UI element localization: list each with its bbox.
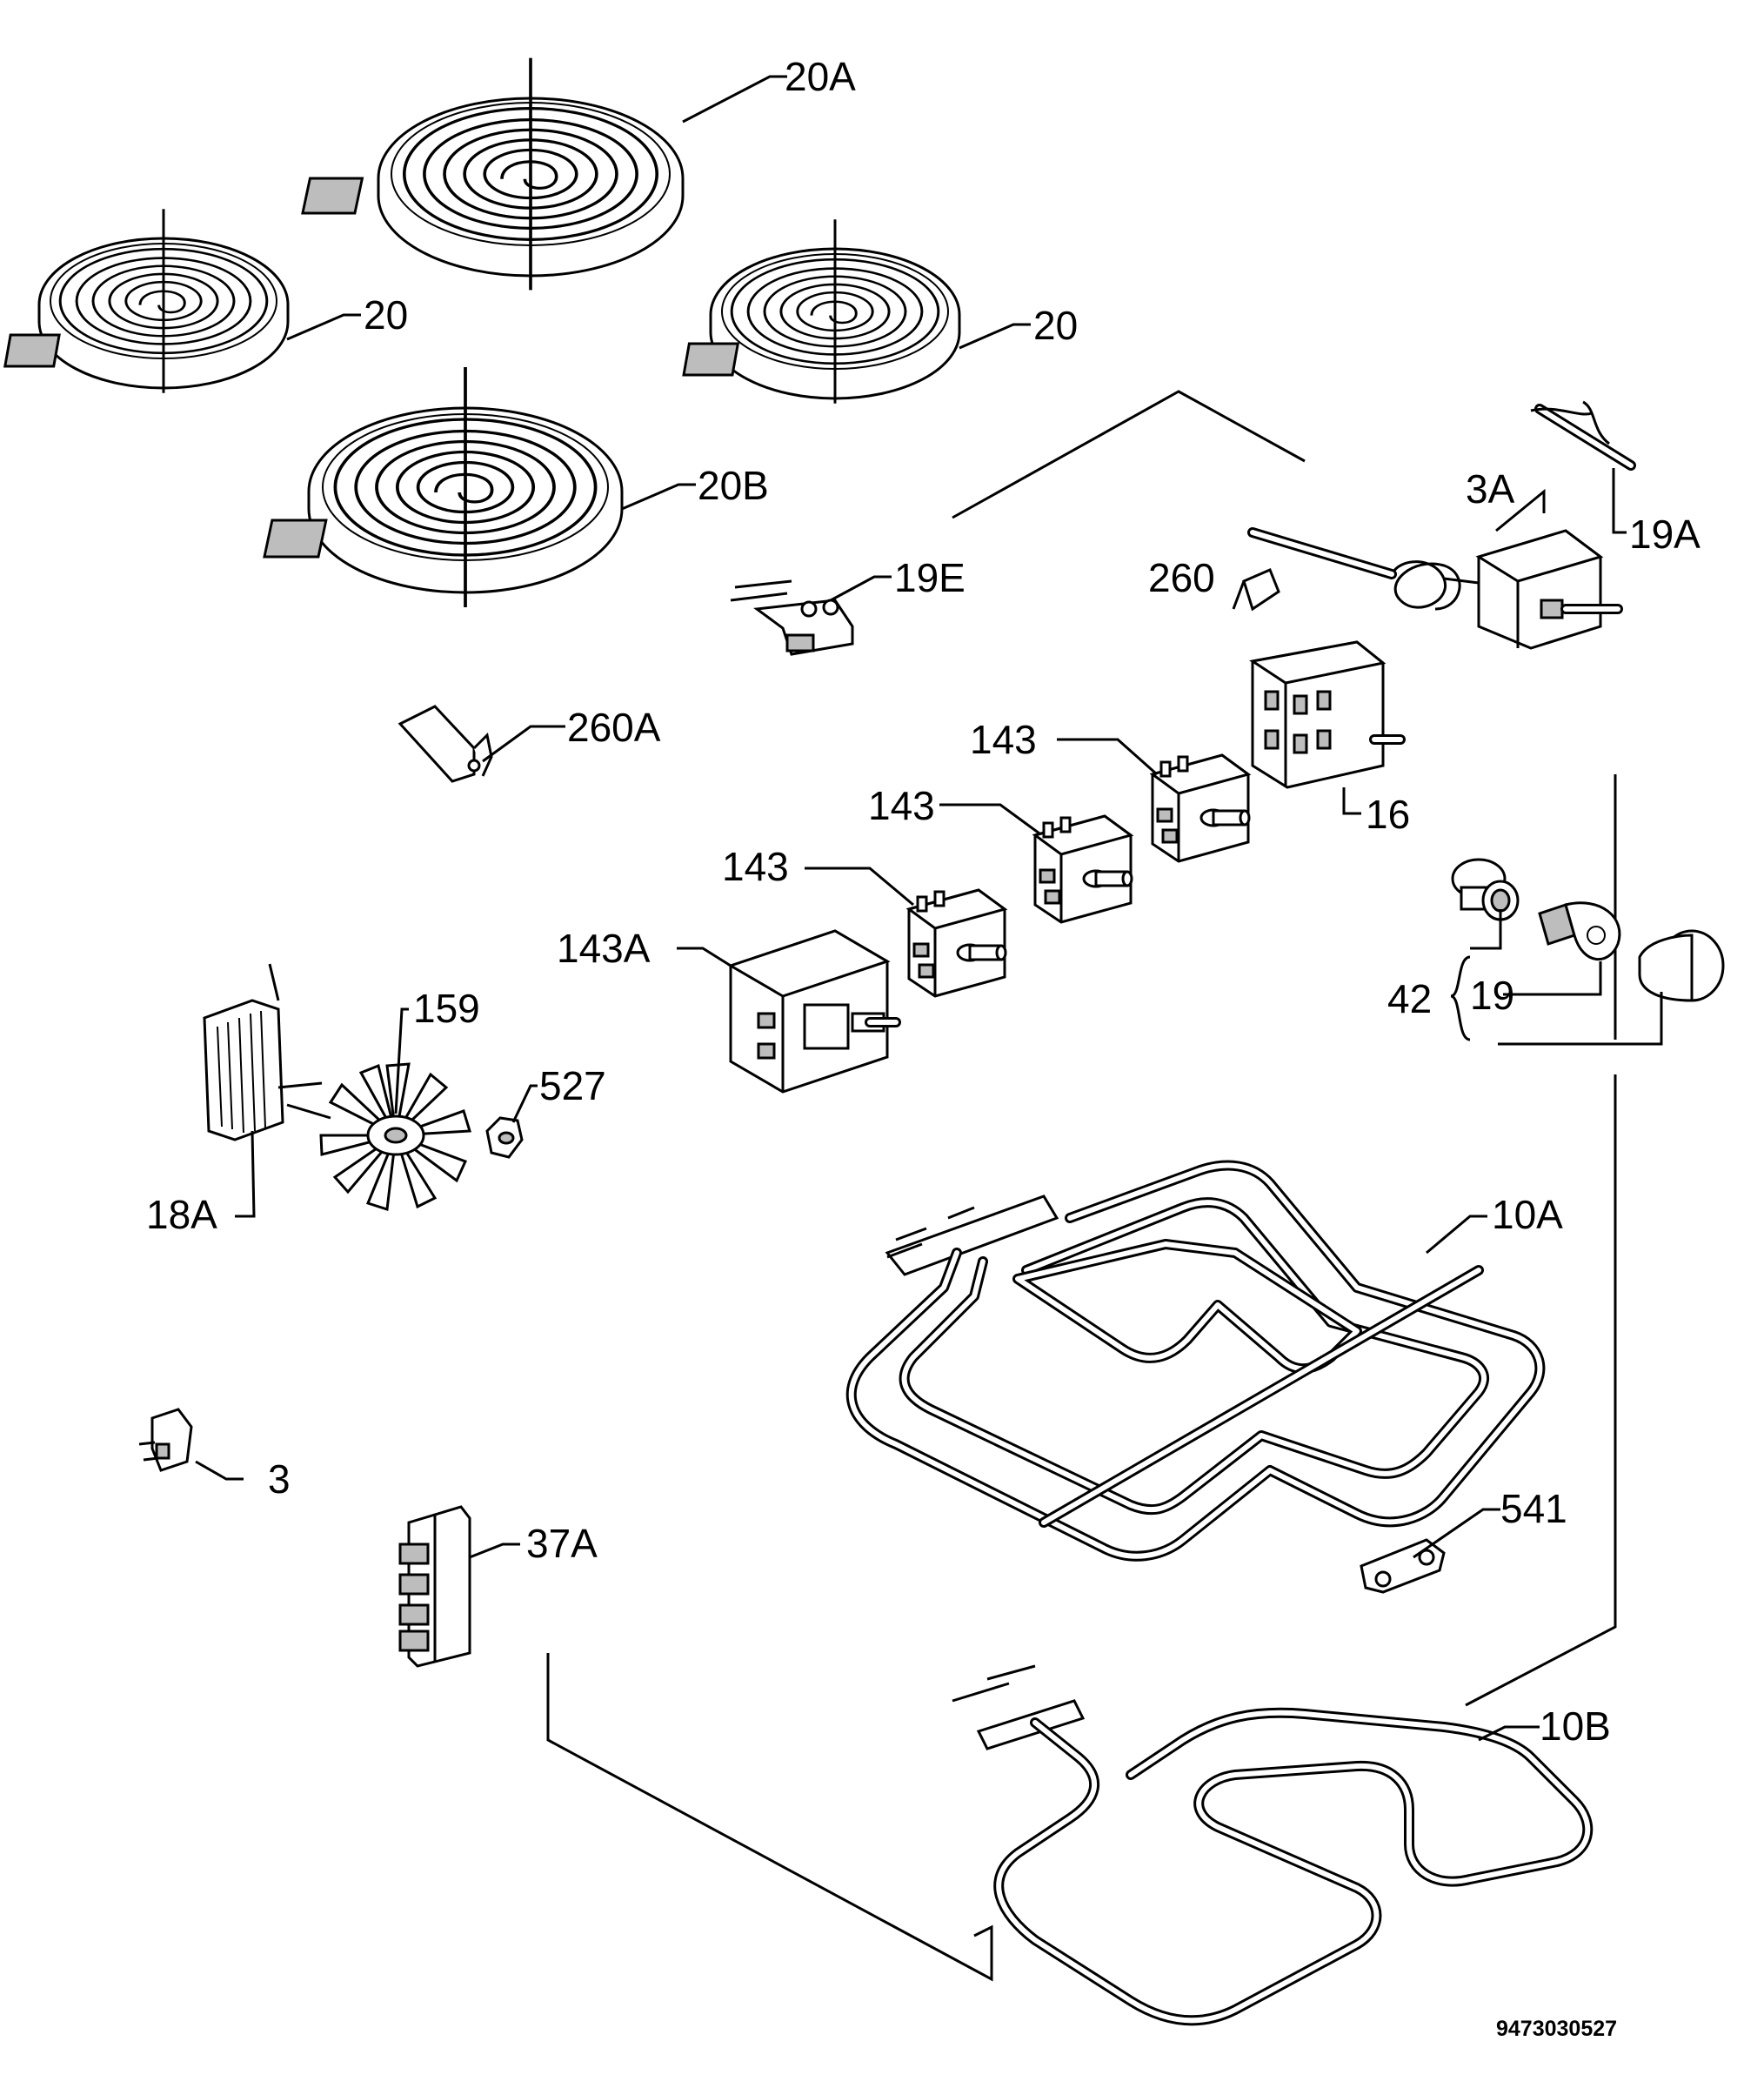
lamp-cover-42 — [1638, 929, 1725, 1002]
label-143-top: 143 — [970, 717, 1037, 762]
thermostat-3a — [1247, 527, 1623, 650]
terminal-block-37a — [398, 1505, 471, 1668]
bottom-element-10b — [952, 1664, 1594, 2026]
hot-plate-20a — [301, 56, 685, 292]
clip-541 — [1360, 1538, 1446, 1594]
part-3 — [138, 1408, 193, 1472]
label-3: 3 — [268, 1456, 291, 1502]
label-20a: 20A — [785, 54, 856, 99]
label-42: 42 — [1387, 976, 1432, 1021]
label-10a: 10A — [1492, 1192, 1563, 1237]
part-labels: 20A 20 20 20B 19E 260 3A 19A 260A 143 14… — [146, 54, 1701, 2041]
label-260: 260 — [1148, 555, 1215, 600]
label-20-right: 20 — [1033, 303, 1078, 348]
label-260a: 260A — [567, 705, 661, 750]
label-541: 541 — [1500, 1486, 1567, 1531]
panel-outline — [546, 390, 1617, 1982]
lamp-bulb-19 — [1538, 901, 1621, 960]
nut-527 — [485, 1116, 524, 1159]
label-143a: 143A — [557, 926, 651, 971]
label-19e: 19E — [894, 555, 966, 600]
leader-lines — [195, 75, 1663, 1742]
label-20-left: 20 — [364, 292, 408, 338]
label-527: 527 — [539, 1063, 606, 1108]
grill-element-10a — [845, 1160, 1546, 1562]
fan-blade-159 — [319, 1062, 471, 1211]
switch-143a — [727, 929, 901, 1094]
switch-143-low — [907, 888, 1007, 998]
label-10b: 10B — [1540, 1703, 1611, 1749]
bracket-260a — [398, 705, 493, 783]
probe-19a — [1530, 400, 1636, 471]
hot-plate-20b — [263, 365, 624, 609]
label-143-mid: 143 — [868, 783, 935, 828]
label-20b: 20B — [698, 463, 769, 508]
selector-switch-16 — [1249, 640, 1406, 789]
label-37a: 37A — [526, 1521, 598, 1566]
label-3a: 3A — [1466, 466, 1515, 512]
hot-plate-20-right — [682, 218, 961, 405]
switch-143-top — [1151, 753, 1251, 863]
label-19: 19 — [1470, 973, 1514, 1018]
fan-motor-18a — [203, 963, 331, 1141]
label-143-low: 143 — [722, 844, 789, 889]
hot-plate-20-left — [3, 207, 290, 395]
label-19a: 19A — [1629, 512, 1701, 557]
part-19e — [730, 579, 854, 656]
label-18a: 18A — [146, 1192, 217, 1237]
label-16: 16 — [1366, 792, 1410, 837]
label-159: 159 — [413, 986, 480, 1031]
part-260 — [1232, 568, 1280, 612]
document-number: 9473030527 — [1496, 2017, 1617, 2041]
switch-143-mid — [1033, 814, 1133, 924]
lamp-holder-42 — [1451, 858, 1520, 921]
